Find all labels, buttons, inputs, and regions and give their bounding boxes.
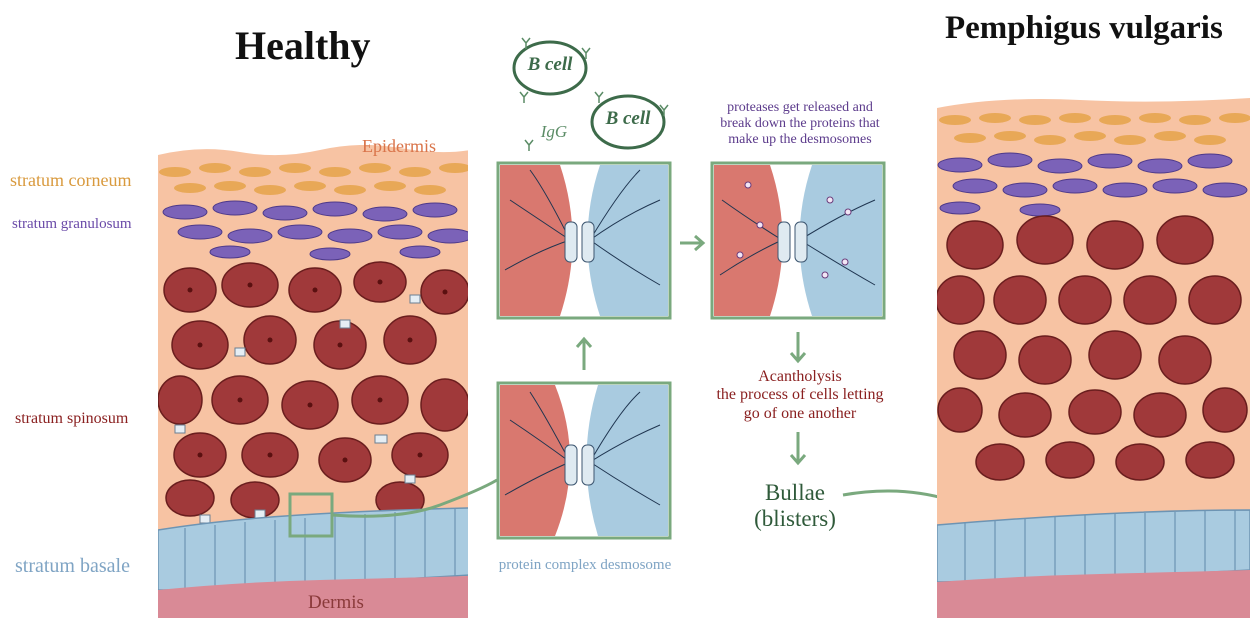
arrow-right: [680, 236, 703, 250]
arrow-down-1: [791, 332, 805, 361]
pemphigus-title: Pemphigus vulgaris: [945, 10, 1223, 47]
desmosome-box-proteases: [712, 163, 884, 318]
pemphigus-skin-block: [936, 98, 1250, 618]
desmosome-box-normal: [498, 383, 670, 538]
b-cell-label-1: B cell: [514, 54, 586, 76]
igg-label: IgG: [534, 122, 574, 142]
stratum-spinosum-label: stratum spinosum: [15, 410, 128, 428]
stratum-corneum-label: stratum corneum: [10, 170, 131, 191]
stratum-basale-label: stratum basale: [15, 555, 130, 578]
healthy-title: Healthy: [235, 22, 371, 69]
arrow-down-2: [791, 432, 805, 463]
desmosome-box-igg: [498, 163, 670, 318]
proteases-note: proteases get released and break down th…: [690, 100, 910, 148]
stratum-granulosum-label: stratum granulosum: [12, 216, 132, 233]
bullae-label: Bullae (blisters): [715, 480, 875, 533]
healthy-skin-block: [158, 145, 472, 618]
desmosome-caption: protein complex desmosome: [470, 557, 700, 574]
b-cell-label-2: B cell: [592, 108, 664, 130]
acantholysis-note: Acantholysis the process of cells lettin…: [675, 368, 925, 423]
arrow-up: [577, 339, 591, 370]
epidermis-label: Epidermis: [362, 136, 436, 157]
dermis-label: Dermis: [308, 592, 364, 614]
